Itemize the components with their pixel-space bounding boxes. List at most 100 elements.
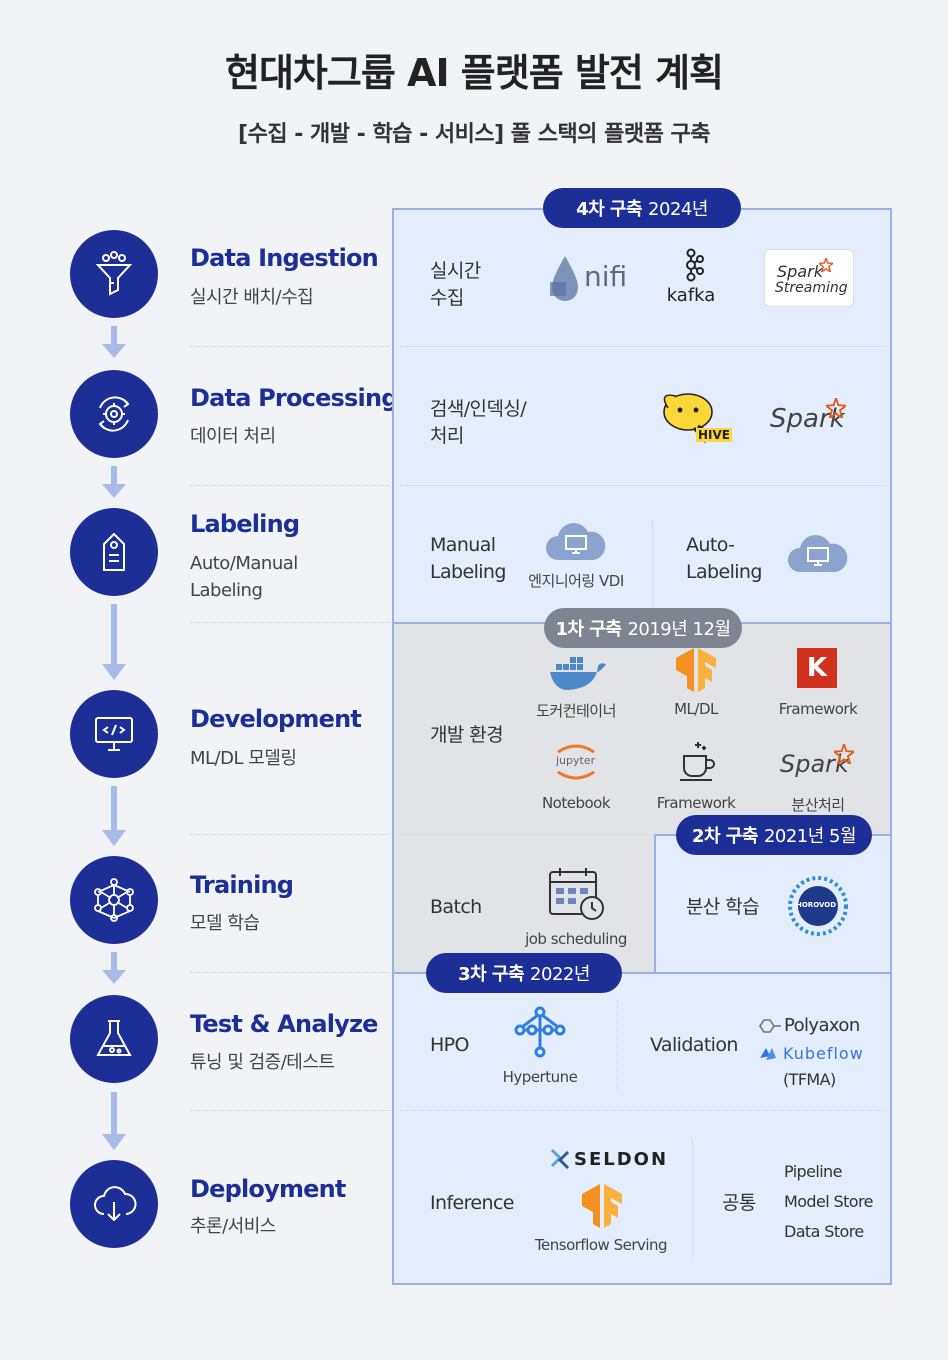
keras-logo: K [797,648,837,688]
divider [190,622,390,623]
batch-label: Batch [430,896,482,918]
seldon-icon [548,1146,572,1172]
cloud-download-icon [70,1160,158,1248]
stage-sub-training: 모델 학습 [190,913,260,934]
nifi-logo: nifi [548,254,628,302]
phase1-label: 1차 구축 [555,619,622,640]
phase2-date: 2021년 5월 [763,826,857,847]
flask-icon [70,995,158,1083]
ingestion-label: 실시간 수집 [430,260,481,309]
docker-logo [548,650,608,692]
divider [190,485,390,486]
kafka-text: kafka [666,285,716,306]
pipeline-text: Pipeline [784,1162,842,1181]
job-scheduling-caption: job scheduling [525,930,627,948]
polyaxon-text: Polyaxon [784,1015,860,1036]
processing-label: 검색/인덱싱/ 처리 [430,398,527,447]
tensorflow-logo [674,648,718,694]
spark-distributed-logo: Spark [780,744,860,784]
auto-labeling-cloud-icon [786,532,850,574]
spark-text: Spark [770,404,845,434]
down-arrow-icon [102,952,126,984]
kubeflow-text: Kubeflow [783,1044,864,1063]
vdi-cloud-icon [544,520,608,562]
docker-caption: 도커컨테이너 [536,702,616,720]
code-monitor-icon [70,690,158,778]
nifi-text: nifi [584,260,628,293]
page-title: 현대차그룹 AI 플랫폼 발전 계획 [225,51,724,95]
stage-sub-ingestion: 실시간 배치/수집 [190,287,314,308]
validation-label: Validation [650,1034,738,1056]
stage-name-development: Development [190,705,362,733]
horovod-logo: HOROVOD [786,874,850,938]
phase4-label: 4차 구축 [576,199,643,220]
framework-caption: Framework [656,794,736,812]
inference-label: Inference [430,1192,514,1214]
down-arrow-icon [102,604,126,680]
funnel-icon [70,230,158,318]
stage-name-ingestion: Data Ingestion [190,244,379,272]
stage-sub-deployment: 추론/서비스 [190,1216,276,1237]
hive-text: HIVE [696,428,732,442]
col-divider [617,1000,618,1090]
phase3-label: 3차 구축 [458,964,525,985]
gear-cycle-icon [70,370,158,458]
mldl-caption: ML/DL [674,700,718,718]
stage-sub-labeling: Auto/Manual Labeling [190,553,298,601]
stage-name-labeling: Labeling [190,510,300,538]
stage-sub-processing: 데이터 처리 [190,426,276,447]
streaming-text: Streaming [775,280,848,296]
stage-name-training: Training [190,871,294,899]
phase3-region [392,972,892,1285]
manual-labeling-label: Manual Labeling [430,534,506,583]
row-divider [400,346,886,347]
row-divider [400,485,886,486]
kafka-logo: kafka [662,248,720,308]
tag-icon [70,508,158,596]
stage-name-deployment: Deployment [190,1175,346,1203]
calendar-clock-icon [548,866,606,922]
kubeflow-icon [758,1044,778,1064]
divider [190,834,390,835]
horovod-text: HOROVOD [796,901,837,909]
down-arrow-icon [102,1092,126,1150]
common-label: 공통 [722,1192,756,1214]
neural-network-icon [70,856,158,944]
data-store-text: Data Store [784,1222,864,1241]
notebook-caption: Notebook [541,794,611,812]
distributed-training-label: 분산 학습 [686,896,760,918]
jupyter-logo: jupyter [552,738,600,786]
spark-streaming-logo: Spark Streaming [764,249,854,307]
down-arrow-icon [102,786,126,846]
hypertune-caption: Hypertune [502,1068,578,1086]
distributed-caption: 분산처리 [791,796,845,814]
stage-name-processing: Data Processing [190,384,398,412]
tensorflow-serving-logo [580,1184,624,1230]
tfma-text: (TFMA) [783,1070,836,1089]
col-divider [652,520,653,620]
vdi-caption: 엔지니어링 VDI [528,572,624,590]
down-arrow-icon [102,466,126,498]
divider [190,346,390,347]
divider [190,972,390,973]
development-label: 개발 환경 [430,724,504,746]
phase2-label: 2차 구축 [691,826,758,847]
spark-logo: Spark [770,398,850,438]
phase3-date: 2022년 [530,964,590,985]
stage-sub-test: 튜닝 및 검증/테스트 [190,1052,335,1073]
seldon-text: SELDON [574,1149,669,1170]
polyaxon-icon [756,1016,782,1036]
model-store-text: Model Store [784,1192,873,1211]
auto-labeling-label: Auto- Labeling [686,534,762,583]
framework-caption-keras: Framework [778,700,858,718]
jupyter-text: jupyter [556,754,596,767]
phase4-date: 2024년 [648,199,708,220]
down-arrow-icon [102,326,126,358]
stage-name-test: Test & Analyze [190,1010,378,1038]
hpo-label: HPO [430,1034,470,1056]
coffee-cup-icon [676,738,718,782]
row-divider [400,1110,886,1111]
